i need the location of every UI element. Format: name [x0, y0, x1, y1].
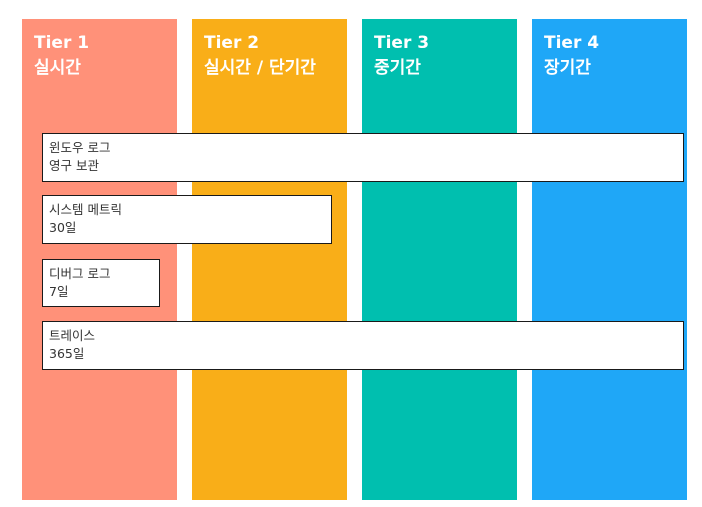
bar-retention: 365일	[49, 346, 85, 361]
bar-retention: 30일	[49, 220, 77, 235]
bar-label: 윈도우 로그	[49, 140, 111, 155]
tier-4-column: Tier 4 장기간	[532, 19, 687, 500]
tier-3-subtitle: 중기간	[374, 58, 421, 78]
debug-log-bar: 디버그 로그 7일	[42, 259, 160, 307]
bar-retention: 7일	[49, 284, 69, 299]
system-metric-bar: 시스템 메트릭 30일	[42, 195, 332, 244]
tier-1-title: Tier 1	[34, 33, 90, 53]
windows-log-bar: 윈도우 로그 영구 보관	[42, 133, 684, 182]
tier-2-column: Tier 2 실시간 / 단기간	[192, 19, 347, 500]
trace-bar: 트레이스 365일	[42, 321, 684, 370]
bar-retention: 영구 보관	[49, 158, 99, 173]
tier-2-subtitle: 실시간 / 단기간	[204, 58, 316, 78]
bar-label: 디버그 로그	[49, 266, 111, 281]
tier-4-subtitle: 장기간	[544, 58, 591, 78]
tier-3-column: Tier 3 중기간	[362, 19, 517, 500]
tier-3-title: Tier 3	[374, 33, 430, 53]
tier-2-title: Tier 2	[204, 33, 260, 53]
tier-1-subtitle: 실시간	[34, 58, 81, 78]
tier-4-title: Tier 4	[544, 33, 600, 53]
bar-label: 트레이스	[49, 328, 96, 343]
bar-label: 시스템 메트릭	[49, 202, 122, 217]
